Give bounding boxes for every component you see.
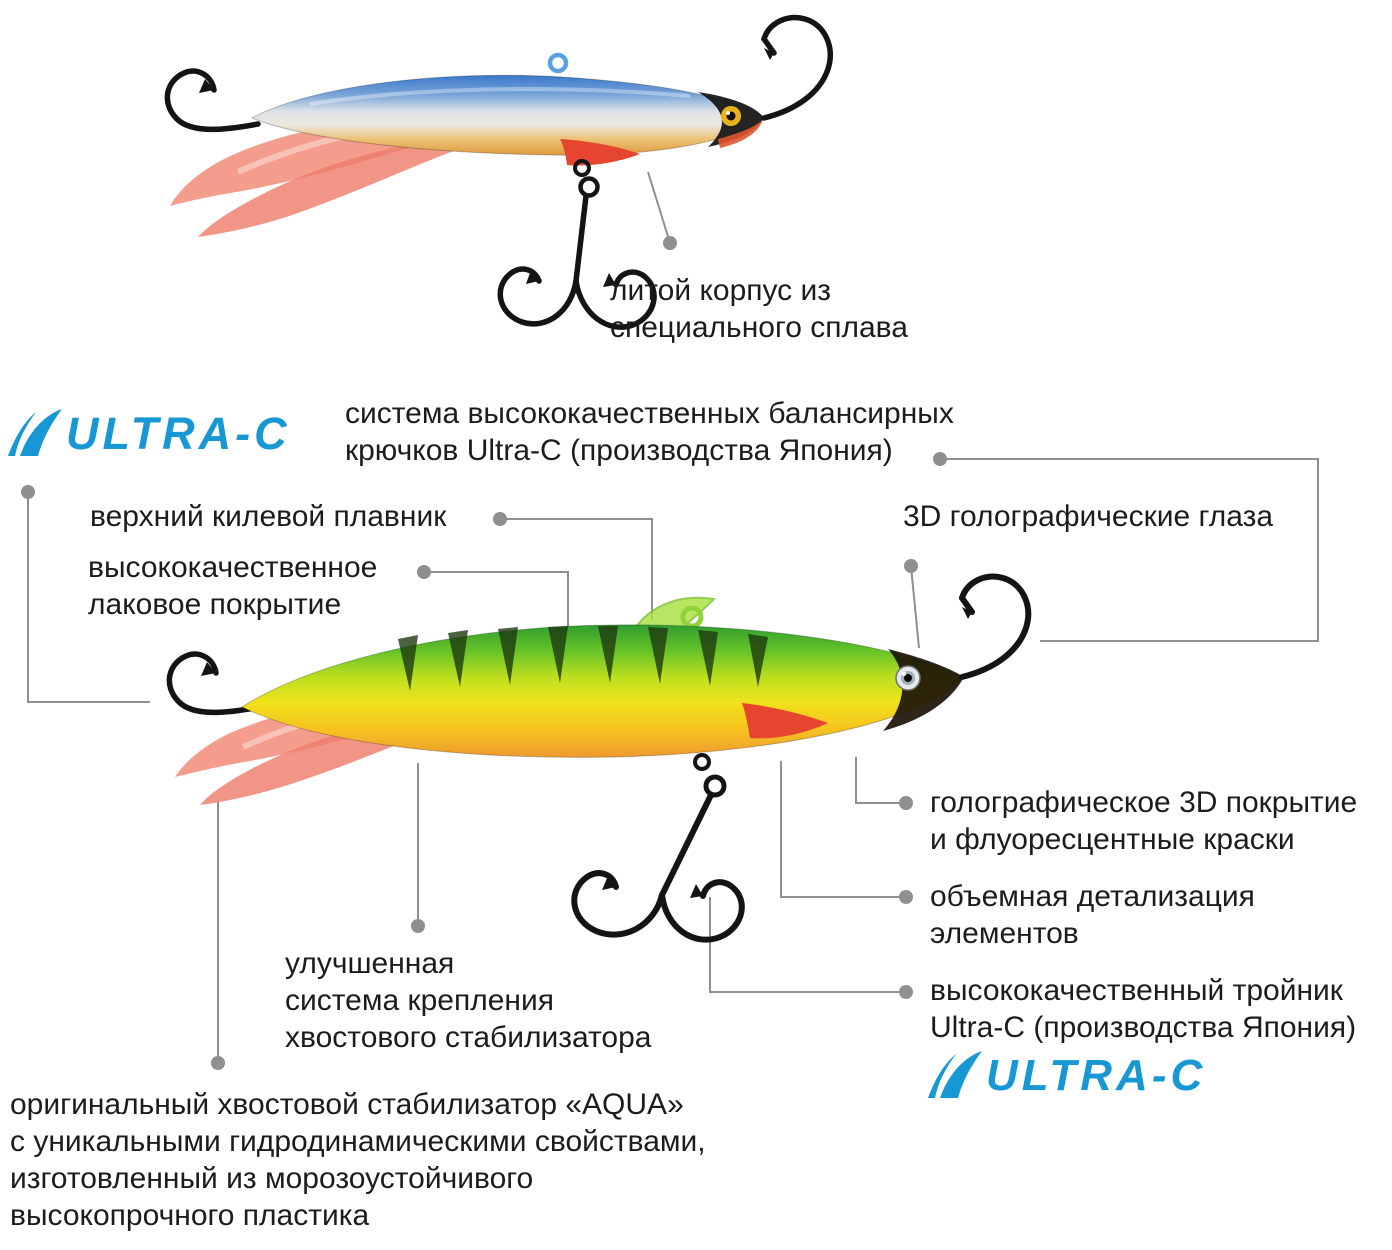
label-tail-mount: улучшенная система крепления хвостового …: [285, 947, 652, 1054]
rear-hook-icon: [166, 651, 263, 716]
label-keel-fin: верхний килевой плавник: [90, 500, 447, 533]
top-loop-icon: [680, 605, 704, 629]
head: [698, 92, 764, 148]
treble-hook-icon: [497, 159, 657, 330]
lure-blue-illustration: [164, 15, 833, 330]
body-highlight: [309, 87, 691, 106]
front-hook-icon: [959, 573, 1032, 680]
label-hook-system: система высококачественных балансирных к…: [345, 397, 954, 467]
callout-dot: [21, 485, 35, 499]
treble-hook-icon: [571, 753, 745, 943]
logo-text: ULTRA-C: [66, 408, 291, 459]
lure-perch-illustration: [166, 573, 1032, 943]
label-detailing: объемная детализация элементов: [930, 880, 1255, 950]
label-tail-stabilizer: оригинальный хвостовой стабилизатор «AQU…: [10, 1088, 706, 1232]
label-lacquer: высококачественное лаковое покрытие: [88, 551, 378, 621]
front-hook-icon: [761, 15, 833, 121]
ultra-c-logo-top: ULTRA-C: [8, 409, 291, 457]
label-treble-hook: высококачественный тройник Ultra-C (прои…: [930, 974, 1357, 1044]
logo-swoosh-icon: [8, 409, 62, 456]
label-holo-coating: голографическое 3D покрытие и флуоресцен…: [930, 786, 1358, 856]
pectoral-fin: [560, 139, 640, 166]
logo-text: ULTRA-C: [986, 1051, 1207, 1100]
callout-dot: [899, 985, 913, 999]
rear-hook-icon: [164, 68, 261, 133]
label-cast-body: литой корпус из специального сплава: [610, 274, 908, 344]
callout-dot: [211, 1056, 225, 1070]
top-loop-icon: [547, 52, 569, 74]
pectoral-fin: [742, 703, 828, 739]
label-holo-eyes: 3D голографические глаза: [903, 500, 1274, 533]
callout-dot: [493, 512, 507, 526]
head: [883, 649, 964, 731]
ultra-c-logo-bottom: ULTRA-C: [928, 1051, 1206, 1099]
logo-swoosh-icon: [928, 1051, 982, 1098]
